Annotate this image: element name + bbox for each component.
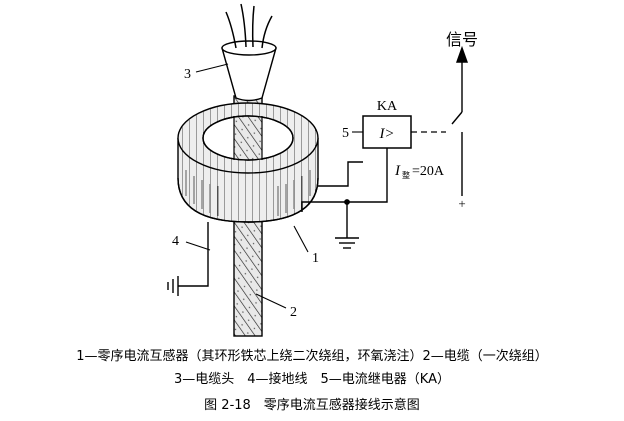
cable-head xyxy=(221,3,277,102)
signal-label: 信号 xyxy=(446,31,478,49)
relay-label: KA xyxy=(377,99,398,114)
legend-line-2: 3—电缆头 4—接地线 5—电流继电器（KA） xyxy=(173,372,450,387)
setting-current-label: I 整 =20A xyxy=(394,163,445,180)
legend-line-1: 1—零序电流互感器（其环形铁芯上绕二次绕组，环氧浇注）2—电缆（一次绕组） xyxy=(76,349,548,364)
label-4: 4 xyxy=(172,234,179,249)
current-value: =20A xyxy=(412,164,445,179)
signal-contact xyxy=(451,45,468,196)
secondary-wiring xyxy=(301,148,388,249)
current-relay: KA I> xyxy=(362,99,412,149)
label-5: 5 xyxy=(342,126,349,141)
label-1: 1 xyxy=(312,251,319,266)
label-2: 2 xyxy=(290,305,297,320)
figure-caption: 图 2-18 零序电流互感器接线示意图 xyxy=(204,398,420,413)
relay-symbol: I> xyxy=(378,126,394,142)
plus-terminal-label: + xyxy=(458,196,465,211)
current-symbol: I xyxy=(394,163,401,179)
current-subscript: 整 xyxy=(402,170,410,180)
zero-sequence-current-transformer xyxy=(177,102,319,223)
leader-lines xyxy=(185,63,363,309)
label-3: 3 xyxy=(184,67,191,82)
ground-wire xyxy=(167,222,209,296)
